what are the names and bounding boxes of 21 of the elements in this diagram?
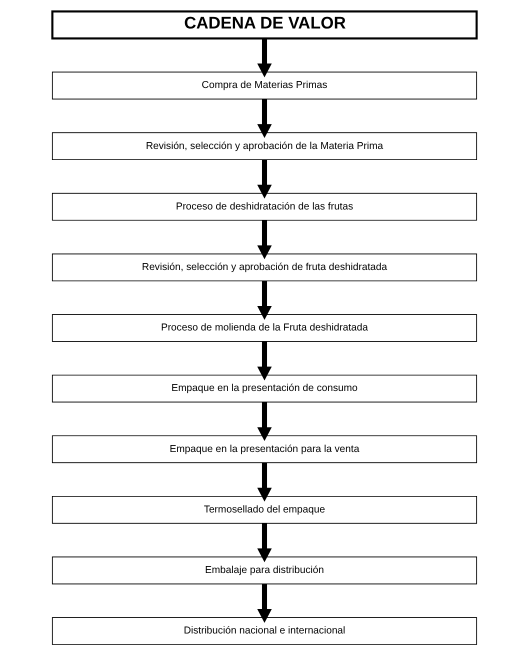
arrow xyxy=(257,584,272,623)
arrow xyxy=(257,38,272,78)
arrow xyxy=(257,160,272,199)
arrow xyxy=(257,281,272,320)
node-box: Empaque en la presentación de consumo xyxy=(52,374,478,402)
node-box: Empaque en la presentación para la venta xyxy=(52,435,478,464)
node-box: Distribución nacional e internacional xyxy=(52,617,478,645)
node-box: Revisión, selección y aprobación de la Materia Prima xyxy=(52,132,478,160)
node-box: CADENA DE VALOR xyxy=(51,10,478,40)
arrow xyxy=(257,462,272,502)
node-box: Termosellado del empaque xyxy=(52,496,478,524)
arrow xyxy=(257,402,272,442)
arrow xyxy=(257,523,272,562)
node-box: Revisión, selección y aprobación de fruta deshidratada xyxy=(52,254,478,282)
node-box: Compra de Materias Primas xyxy=(52,72,478,100)
arrow xyxy=(257,99,272,138)
arrow xyxy=(257,342,272,380)
node-box: Embalaje para distribución xyxy=(52,556,478,584)
arrow xyxy=(257,220,272,260)
node-box: Proceso de molienda de la Fruta deshidratada xyxy=(52,314,478,342)
node-box: Proceso de deshidratación de las frutas xyxy=(52,192,478,221)
